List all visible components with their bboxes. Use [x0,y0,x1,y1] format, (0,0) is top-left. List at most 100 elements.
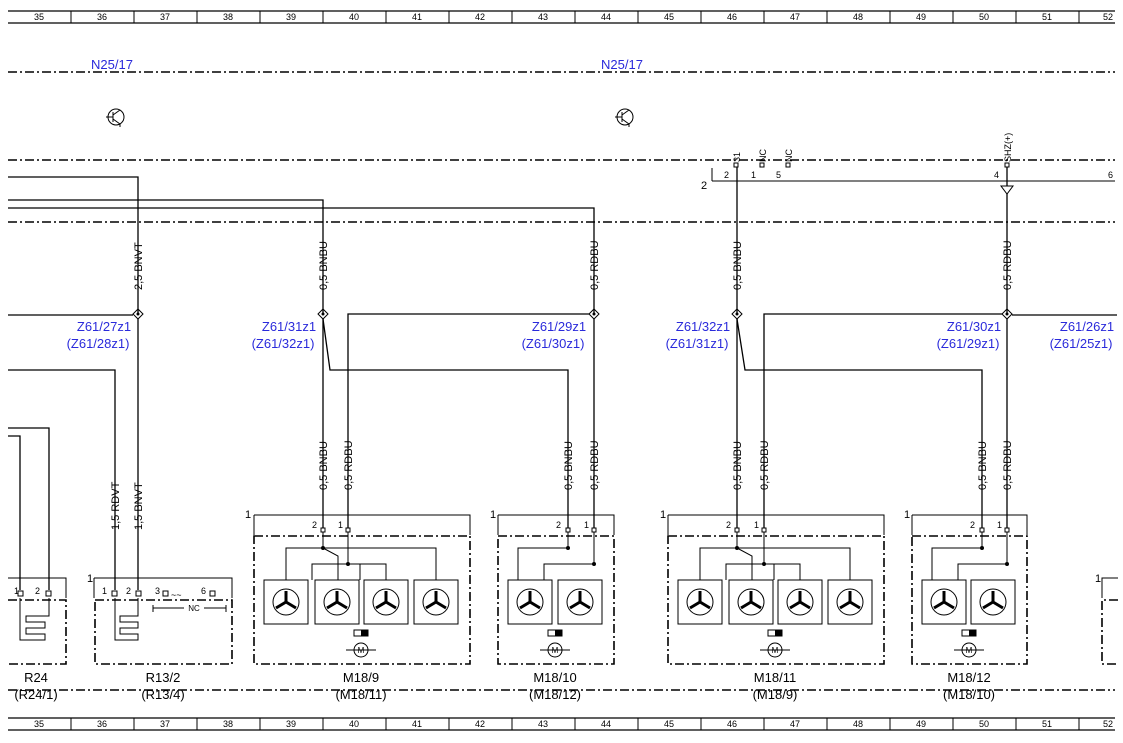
connector-header: 2 2 1 5 4 6 31 NC NC SHZ(+) [701,133,1115,195]
ruler-col: 47 [790,719,800,729]
junction-label: (Z61/29z1) [937,336,1000,351]
ruler-col: 51 [1042,719,1052,729]
pin-label: 1 [245,509,251,521]
pin-label: 2 [970,520,975,530]
wire-label: 0,5 RDBU [759,440,771,490]
wire-label: 0,5 BNBU [977,441,989,490]
pin-label: 5 [776,170,781,180]
ruler-col: 50 [979,12,989,22]
pin-label: 2 [724,170,729,180]
junction-label: (Z61/30z1) [522,336,585,351]
junction-label: Z61/32z1 [676,319,730,334]
ruler-col: 51 [1042,12,1052,22]
ruler-col: 44 [601,12,611,22]
component-m18-11: 1 2 1 M M18/11 (M18/9) [660,509,885,702]
ruler-col: 52 [1103,719,1113,729]
component-m18-10: 1 2 1 M M18/10 (M18/12) [490,509,615,702]
pin-label: 1 [14,586,19,596]
ruler-col: 40 [349,719,359,729]
pin-label: 2 [556,520,561,530]
pin-label: 1 [584,520,589,530]
wire-label: 0,5 RDBU [1002,440,1014,490]
pin-label: 3 [155,586,160,596]
transistor-icon [615,108,634,127]
bottom-ruler: 35 36 37 38 39 40 41 42 43 44 45 46 47 4… [8,717,1115,731]
pin-label: 2 [701,180,707,192]
motor-icon: M [540,629,570,658]
pin-label: 2 [126,586,131,596]
ruler-col: 36 [97,719,107,729]
pin-label: 2 [312,520,317,530]
wire-label: 0,5 BNBU [563,441,575,490]
pin-label: 2 [35,586,40,596]
ruler-col: 45 [664,719,674,729]
ruler-col: 42 [475,719,485,729]
pin-label: 6 [201,586,206,596]
wire-label: 0,5 BNBU [732,241,744,290]
pin-label: 1 [660,509,666,521]
motor-icon: M [346,629,376,658]
pin-label: NC [784,149,794,162]
ruler-col: 40 [349,12,359,22]
pin-label: 1 [1095,573,1101,585]
junction-label: (Z61/28z1) [67,336,130,351]
ruler-col: 39 [286,12,296,22]
component-label: R24 [24,670,48,685]
module-label: N25/17 [601,57,643,72]
wire-network [8,167,1117,590]
component-m18-9: 1 2 1 M M18/9 [245,509,471,702]
ruler-col: 46 [727,719,737,729]
junction-label: (Z61/32z1) [252,336,315,351]
module-label: N25/17 [91,57,133,72]
ruler-col: 41 [412,719,422,729]
component-r24: 1 2 R24 (R24/1) [8,577,67,702]
pin-label: NC [758,149,768,162]
ruler-col: 38 [223,719,233,729]
ruler-col: 47 [790,12,800,22]
junction-label: Z61/26z1 [1060,319,1114,334]
pin-label: 1 [87,573,93,585]
pin-label: 6 [1108,170,1113,180]
ruler-col: 44 [601,719,611,729]
svg-text:M: M [772,646,779,655]
wire-label: 2,5 BNVT [133,242,145,290]
svg-text:M: M [966,646,973,655]
wire-label: 0,5 RDBU [589,440,601,490]
ruler-col: 38 [223,12,233,22]
wire-labels: 2,5 BNVT 0,5 BNBU 0,5 RDBU 0,5 BNBU 0,5 … [110,240,1014,530]
component-label: M18/12 [947,670,990,685]
component-label: M18/11 [754,670,796,685]
ruler-col: 41 [412,12,422,22]
ruler-col: 48 [853,12,863,22]
ruler-col: 52 [1103,12,1113,22]
junction-label: (Z61/25z1) [1050,336,1113,351]
pin-label: 1 [751,170,756,180]
ruler-col: 35 [34,719,44,729]
pin-label: 2 [726,520,731,530]
motor-icon: M [954,629,984,658]
svg-text:M: M [358,646,365,655]
junction-label: Z61/29z1 [532,319,586,334]
ruler-col: 43 [538,12,548,22]
ruler-col: 43 [538,719,548,729]
wire-label: 0,5 RDBU [589,240,601,290]
ruler-col: 37 [160,12,170,22]
pin-label: 4 [994,170,999,180]
pin-label: 1 [754,520,759,530]
pin-label: 1 [490,509,496,521]
component-m18-12: 1 2 1 M M18/12 (M18/10) [904,509,1028,702]
ruler-col: 42 [475,12,485,22]
wire-label: 1,5 RDVT [110,481,122,530]
junction-label: Z61/31z1 [262,319,316,334]
top-ruler: 35 36 37 38 39 40 41 42 43 44 45 46 47 4… [8,10,1115,24]
transistor-icon [106,108,125,127]
junction-labels: Z61/27z1 (Z61/28z1) Z61/31z1 (Z61/32z1) … [67,319,1115,351]
wire-label: 0,5 BNBU [318,241,330,290]
ruler-col: 48 [853,719,863,729]
ruler-col: 49 [916,719,926,729]
wire-label: 1,5 BNVT [133,482,145,530]
wire-label: 0,5 BNBU [732,441,744,490]
wire-label: 0,5 RDBU [1002,240,1014,290]
wire-label: 0,5 BNBU [318,441,330,490]
